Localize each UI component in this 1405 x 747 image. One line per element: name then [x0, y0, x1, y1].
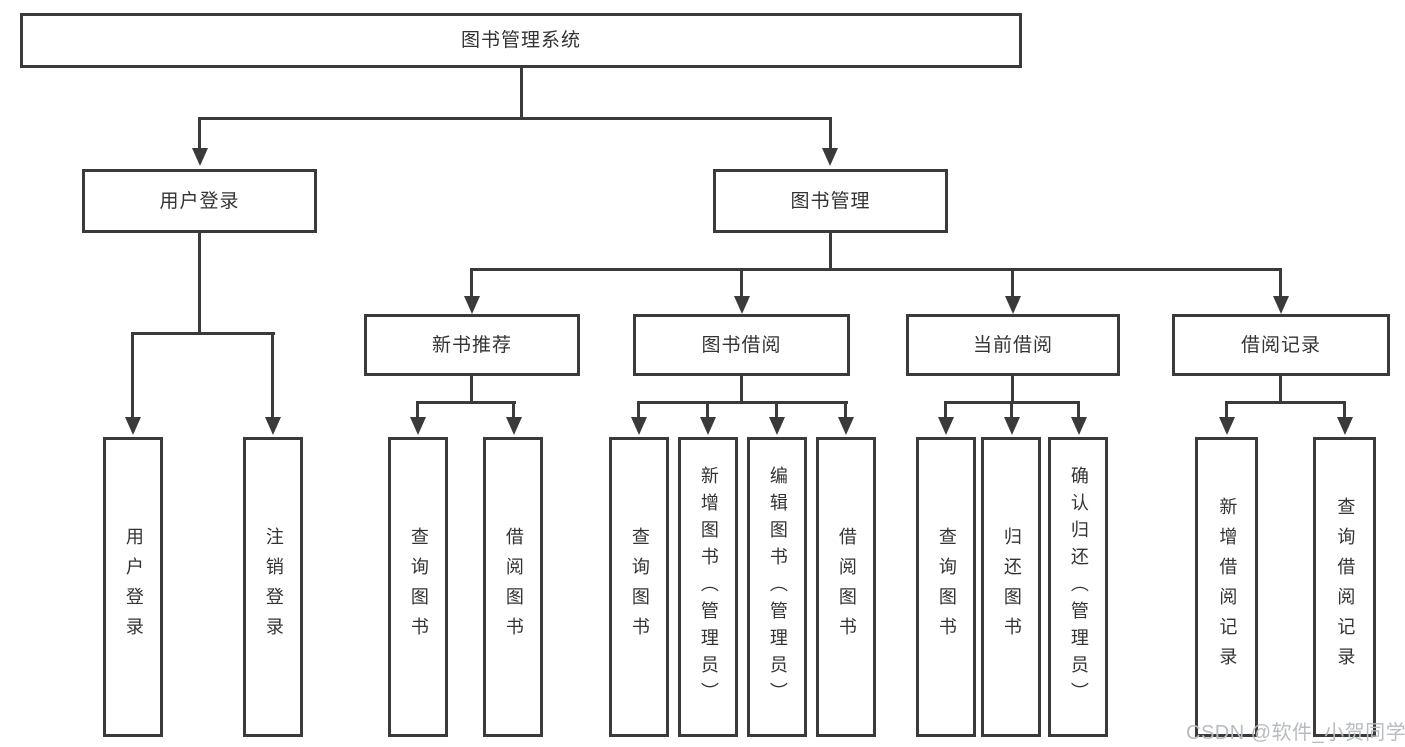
- leaf-borrow-books: 借阅图书: [816, 437, 876, 737]
- connector-line: [1077, 401, 1080, 418]
- arrow-down-icon: [1273, 296, 1289, 314]
- connector-line: [775, 401, 778, 418]
- connector-line: [1225, 401, 1228, 418]
- connector-line: [1010, 401, 1013, 418]
- connector-line: [198, 233, 201, 335]
- connector-line: [198, 117, 201, 148]
- arrow-down-icon: [769, 417, 785, 435]
- connector-line: [944, 401, 947, 418]
- node-user-login: 用户登录: [82, 169, 317, 233]
- connector-line: [416, 401, 419, 418]
- connector-line: [637, 401, 640, 418]
- connector-line: [1011, 376, 1014, 404]
- arrow-down-icon: [700, 417, 716, 435]
- leaf-edit-books-admin-label: 编辑图书（管理员）: [767, 465, 788, 709]
- connector-line: [637, 401, 848, 404]
- leaf-add-books-admin: 新增图书（管理员）: [678, 437, 738, 737]
- connector-line: [1279, 268, 1282, 296]
- leaf-rec-query-books: 查询图书: [388, 437, 448, 737]
- connector-line: [131, 332, 134, 417]
- node-user-login-label: 用户登录: [159, 190, 240, 212]
- node-root: 图书管理系统: [20, 13, 1022, 68]
- leaf-return-books-label: 归还图书: [1001, 527, 1022, 647]
- arrow-down-icon: [1005, 296, 1021, 314]
- connector-line: [1343, 401, 1346, 418]
- leaf-query-borrow-record-label: 查询借阅记录: [1335, 497, 1356, 677]
- node-new-book-recommend: 新书推荐: [364, 314, 580, 376]
- arrow-down-icon: [631, 417, 647, 435]
- leaf-borrow-query-books: 查询图书: [609, 437, 669, 737]
- connector-line: [829, 117, 832, 148]
- node-book-borrow: 图书借阅: [633, 314, 850, 376]
- arrow-down-icon: [265, 417, 281, 435]
- leaf-cur-query-books-label: 查询图书: [936, 527, 957, 647]
- connector-line: [740, 268, 743, 296]
- leaf-confirm-return-admin-label: 确认归还（管理员）: [1068, 465, 1089, 709]
- arrow-down-icon: [192, 148, 208, 166]
- connector-line: [416, 401, 516, 404]
- leaf-rec-borrow-books: 借阅图书: [483, 437, 543, 737]
- node-book-management-label: 图书管理: [790, 190, 871, 212]
- connector-line: [706, 401, 709, 418]
- leaf-query-borrow-record: 查询借阅记录: [1313, 437, 1376, 737]
- connector-line: [1011, 268, 1014, 296]
- arrow-down-icon: [1004, 417, 1020, 435]
- leaf-rec-query-books-label: 查询图书: [408, 527, 429, 647]
- arrow-down-icon: [734, 296, 750, 314]
- node-book-management: 图书管理: [713, 169, 948, 233]
- connector-line: [470, 376, 473, 404]
- connector-line: [470, 268, 1282, 271]
- leaf-user-login-label: 用户登录: [123, 527, 144, 647]
- node-borrow-records: 借阅记录: [1172, 314, 1390, 376]
- node-new-book-recommend-label: 新书推荐: [431, 334, 512, 356]
- connector-line: [520, 68, 523, 119]
- arrow-down-icon: [464, 296, 480, 314]
- connector-line: [829, 233, 832, 271]
- leaf-borrow-query-books-label: 查询图书: [629, 527, 650, 647]
- node-current-borrow: 当前借阅: [906, 314, 1120, 376]
- arrow-down-icon: [1219, 417, 1235, 435]
- arrow-down-icon: [938, 417, 954, 435]
- leaf-add-borrow-record: 新增借阅记录: [1195, 437, 1258, 737]
- connector-line: [470, 268, 473, 296]
- arrow-down-icon: [838, 417, 854, 435]
- connector-line: [512, 401, 515, 418]
- connector-line: [844, 401, 847, 418]
- arrow-down-icon: [1337, 417, 1353, 435]
- connector-line: [1279, 376, 1282, 404]
- leaf-add-books-admin-label: 新增图书（管理员）: [698, 465, 719, 709]
- leaf-rec-borrow-books-label: 借阅图书: [503, 527, 524, 647]
- connector-line: [131, 332, 275, 335]
- connector-line: [198, 117, 832, 120]
- csdn-watermark: CSDN @软件_小贺同学: [1186, 722, 1405, 744]
- leaf-confirm-return-admin: 确认归还（管理员）: [1048, 437, 1108, 737]
- leaf-edit-books-admin: 编辑图书（管理员）: [747, 437, 807, 737]
- node-book-borrow-label: 图书借阅: [701, 334, 782, 356]
- connector-line: [1225, 401, 1346, 404]
- leaf-logout-label: 注销登录: [263, 527, 284, 647]
- leaf-user-login: 用户登录: [103, 437, 163, 737]
- arrow-down-icon: [506, 417, 522, 435]
- arrow-down-icon: [125, 417, 141, 435]
- arrow-down-icon: [410, 417, 426, 435]
- leaf-add-borrow-record-label: 新增借阅记录: [1217, 497, 1238, 677]
- leaf-cur-query-books: 查询图书: [916, 437, 976, 737]
- arrow-down-icon: [822, 148, 838, 166]
- leaf-return-books: 归还图书: [981, 437, 1041, 737]
- node-current-borrow-label: 当前借阅: [972, 334, 1053, 356]
- leaf-logout: 注销登录: [243, 437, 303, 737]
- arrow-down-icon: [1071, 417, 1087, 435]
- node-root-label: 图书管理系统: [460, 30, 581, 51]
- connector-line: [740, 376, 743, 404]
- leaf-borrow-books-label: 借阅图书: [836, 527, 857, 647]
- connector-line: [271, 332, 274, 417]
- node-borrow-records-label: 借阅记录: [1240, 334, 1321, 356]
